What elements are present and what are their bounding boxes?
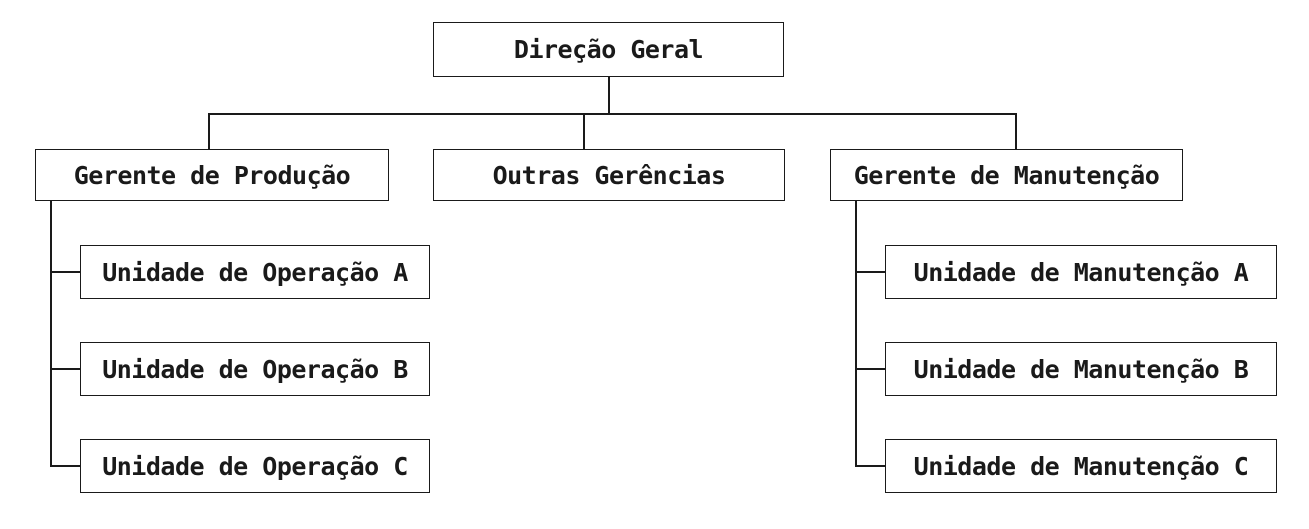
node-production-unit-a: Unidade de Operação A bbox=[80, 245, 430, 299]
node-root: Direção Geral bbox=[433, 22, 784, 77]
connector-production-unit-c bbox=[50, 465, 81, 467]
node-production-unit-a-label: Unidade de Operação A bbox=[102, 257, 408, 287]
node-other-managers: Outras Gerências bbox=[433, 149, 785, 201]
connector-managers-bus bbox=[208, 113, 1016, 115]
node-production-unit-c: Unidade de Operação C bbox=[80, 439, 430, 493]
node-maintenance-unit-b-label: Unidade de Manutenção B bbox=[913, 354, 1249, 384]
node-production-unit-b-label: Unidade de Operação B bbox=[102, 354, 408, 384]
node-maintenance-manager-label: Gerente de Manutenção bbox=[853, 160, 1160, 190]
connector-maintenance-unit-a bbox=[855, 271, 886, 273]
connector-to-other-managers bbox=[583, 113, 585, 150]
connector-maintenance-unit-c bbox=[855, 465, 886, 467]
connector-production-unit-b bbox=[50, 368, 81, 370]
node-maintenance-manager: Gerente de Manutenção bbox=[830, 149, 1183, 201]
connector-production-unit-a bbox=[50, 271, 81, 273]
node-production-unit-b: Unidade de Operação B bbox=[80, 342, 430, 396]
connector-to-maintenance-manager bbox=[1015, 113, 1017, 150]
connector-production-spine bbox=[50, 200, 52, 466]
node-other-managers-label: Outras Gerências bbox=[492, 160, 726, 190]
node-maintenance-unit-c-label: Unidade de Manutenção C bbox=[913, 451, 1249, 481]
connector-to-production-manager bbox=[208, 113, 210, 150]
connector-root-down bbox=[608, 76, 610, 114]
node-production-manager: Gerente de Produção bbox=[35, 149, 389, 201]
node-maintenance-unit-a: Unidade de Manutenção A bbox=[885, 245, 1277, 299]
node-maintenance-unit-c: Unidade de Manutenção C bbox=[885, 439, 1277, 493]
node-maintenance-unit-b: Unidade de Manutenção B bbox=[885, 342, 1277, 396]
node-production-unit-c-label: Unidade de Operação C bbox=[102, 451, 408, 481]
node-maintenance-unit-a-label: Unidade de Manutenção A bbox=[913, 257, 1249, 287]
connector-maintenance-unit-b bbox=[855, 368, 886, 370]
node-root-label: Direção Geral bbox=[513, 35, 704, 64]
node-production-manager-label: Gerente de Produção bbox=[73, 160, 351, 190]
connector-maintenance-spine bbox=[855, 200, 857, 466]
